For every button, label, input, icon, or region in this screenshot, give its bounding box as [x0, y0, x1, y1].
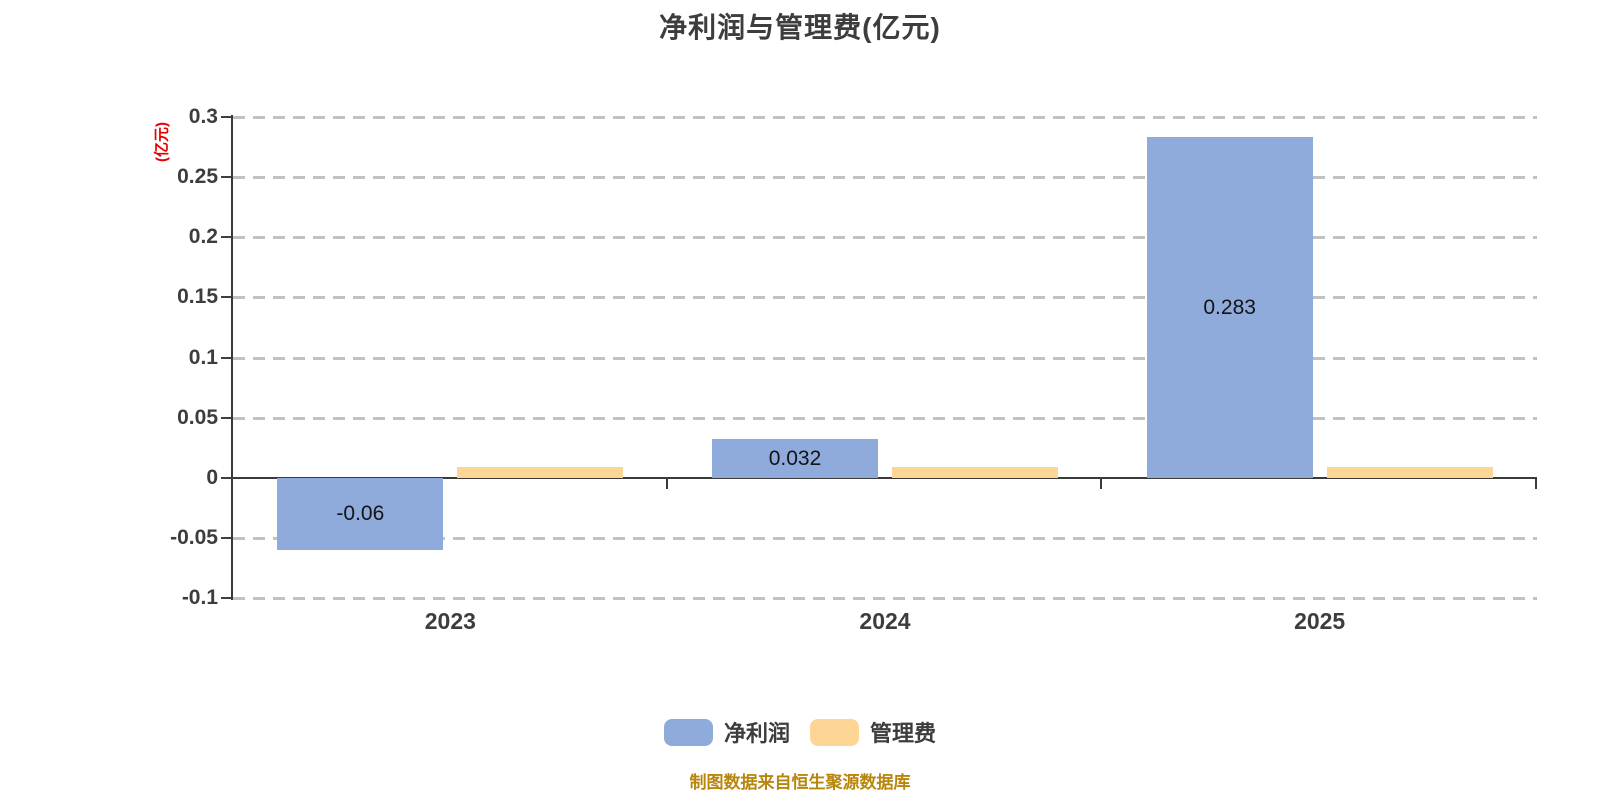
y-axis-tick: [221, 537, 231, 540]
x-axis-tick-label: 2023: [424, 608, 476, 634]
y-axis-tick: [221, 416, 231, 419]
legend-label: 净利润: [723, 721, 790, 746]
bar-value-label: -0.06: [336, 502, 385, 526]
x-axis-tick: [1535, 479, 1537, 489]
gridline: [233, 176, 1537, 179]
x-axis-line: [233, 477, 1537, 479]
y-axis-tick-label: 0: [206, 466, 218, 489]
bar-value-label: 0.032: [768, 446, 822, 470]
y-axis-tick: [221, 176, 231, 178]
gridline: [233, 356, 1537, 360]
y-axis-tick-label: 0.25: [177, 165, 218, 188]
bar-净利润-2025[interactable]: 0.283: [1146, 137, 1313, 478]
gridline: [233, 236, 1537, 240]
bar-管理费-2025[interactable]: [1326, 467, 1493, 478]
y-axis-tick-label: -0.1: [181, 586, 218, 610]
y-axis-tick: [221, 236, 231, 239]
gridline: [233, 416, 1537, 420]
legend-swatch: [663, 718, 713, 746]
y-axis-tick-label: 0.1: [188, 345, 218, 369]
y-axis-tick-label: 0.2: [188, 225, 218, 249]
bar-value-label: 0.283: [1203, 295, 1256, 319]
gridline: [233, 537, 1537, 541]
bar-净利润-2023[interactable]: -0.06: [277, 478, 444, 551]
bar-管理费-2023[interactable]: [457, 467, 624, 478]
x-axis-tick-label: 2024: [859, 608, 911, 634]
gridline: [233, 115, 1537, 119]
y-axis-tick: [221, 115, 231, 118]
x-axis-tick: [665, 479, 668, 489]
y-axis-tick: [221, 356, 231, 359]
y-axis-tick-label: 0.05: [177, 405, 218, 429]
x-axis-tick: [1100, 479, 1103, 489]
chart-title: 净利润与管理费(亿元): [659, 12, 941, 43]
y-axis-tick-label: 0.15: [177, 285, 218, 309]
gridline: [233, 296, 1537, 300]
gridline: [233, 597, 1537, 601]
x-axis-tick-label: 2025: [1294, 608, 1346, 634]
legend-swatch: [810, 718, 859, 746]
y-axis-tick: [221, 597, 231, 600]
legend-label: 管理费: [870, 721, 937, 746]
bar-管理费-2024[interactable]: [892, 467, 1058, 478]
data-source-note: 制图数据来自恒生聚源数据库: [689, 773, 911, 792]
legend-item-净利润[interactable]: 净利润: [663, 716, 790, 748]
y-axis-tick-label: -0.05: [170, 526, 218, 550]
legend: 净利润 管理费: [0, 716, 1600, 748]
legend-item-管理费[interactable]: 管理费: [810, 716, 936, 748]
y-axis-tick: [221, 477, 231, 479]
bar-净利润-2024[interactable]: 0.032: [712, 439, 878, 478]
y-axis-tick-label: 0.3: [188, 104, 218, 128]
y-axis-tick: [221, 296, 231, 299]
y-axis-line: [231, 115, 233, 600]
